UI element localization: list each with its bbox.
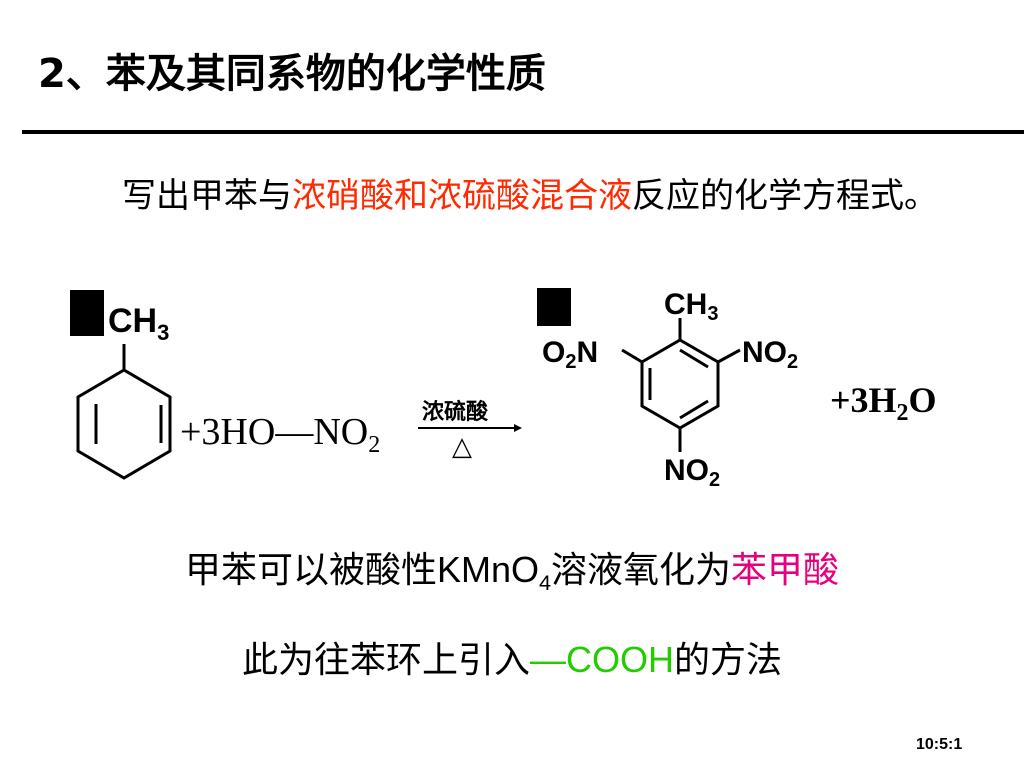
arrow-head [514, 424, 522, 432]
tnt-no2-right-label: NO2 [742, 336, 798, 373]
statement1-formula: KMnO4 [436, 549, 551, 595]
tnt-structure [621, 318, 741, 452]
slide-footer: 10:5:1 [916, 736, 963, 753]
catalyst-label: 浓硫酸 [422, 399, 489, 425]
tnt-no2-bottom-label: NO2 [664, 454, 720, 491]
statement-method: 此为往苯环上引入—COOH的方法 [0, 630, 1024, 691]
statement2-text1: 此为往苯环上引入 [241, 640, 530, 681]
statement-oxidation: 甲苯可以被酸性KMnO4溶液氧化为苯甲酸 [0, 540, 1024, 613]
formula-main: KMnO [436, 549, 539, 590]
tnt-o2n-label: O2N [542, 336, 598, 373]
reagent-text: +3HO—NO2 [180, 411, 380, 458]
toluene-structure [76, 344, 172, 480]
condition-label: △ [452, 432, 472, 462]
statement1-highlight: 苯甲酸 [731, 550, 840, 591]
statement2-highlight: —COOH [530, 639, 674, 680]
question-suffix: 反应的化学方程式。 [632, 176, 938, 216]
title-divider [22, 130, 1024, 134]
statement1-text2: 溶液氧化为 [551, 550, 732, 591]
question-paragraph: 写出甲苯与浓硝酸和浓硫酸混合液反应的化学方程式。 [58, 168, 958, 224]
byproduct-text: +3H2O [830, 380, 937, 426]
toluene-ch3-label: CH3 [108, 302, 169, 345]
black-block [537, 288, 571, 326]
question-prefix: 写出甲苯与 [122, 176, 292, 216]
formula-sub: 4 [539, 570, 552, 596]
slide-title: 2、苯及其同系物的化学性质 [38, 51, 546, 97]
tnt-ch3-label: CH3 [664, 288, 718, 325]
statement2-text2: 的方法 [674, 640, 783, 681]
black-block [70, 290, 104, 336]
question-highlight: 浓硝酸和浓硫酸混合液 [292, 176, 632, 216]
statement1-text1: 甲苯可以被酸性 [184, 550, 437, 591]
